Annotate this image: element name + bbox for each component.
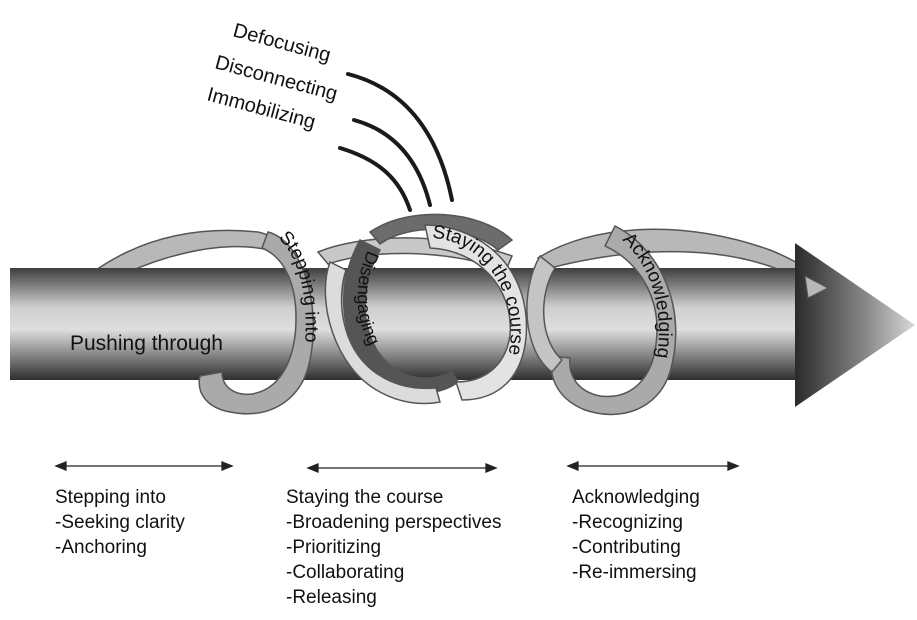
span-arrow-acknowledging xyxy=(566,461,740,471)
phase-title: Stepping into xyxy=(55,487,166,508)
phase-staying-the-course: Staying the course -Broadening perspecti… xyxy=(286,485,501,610)
phase-acknowledging: Acknowledging -Recognizing -Contributing… xyxy=(572,485,700,585)
phase-title: Staying the course xyxy=(286,487,444,508)
arrow-head xyxy=(795,243,915,407)
loop-fronts xyxy=(198,224,677,416)
phase-item: -Prioritizing xyxy=(286,537,382,558)
phase-span-arrows xyxy=(54,461,740,473)
phase-item: -Releasing xyxy=(286,587,377,608)
staying-ribbon xyxy=(424,224,528,401)
stepping-into-ribbon xyxy=(198,231,314,415)
phase-item: -Seeking clarity xyxy=(55,512,185,533)
span-arrow-stepping-into xyxy=(54,461,234,471)
phase-item: -Contributing xyxy=(572,537,681,558)
ack-tail-tip xyxy=(804,274,830,299)
ack-entry-ribbon xyxy=(526,254,564,374)
phase-item: -Broadening perspectives xyxy=(286,512,502,533)
arrow-shaft xyxy=(10,268,800,380)
disengage-loop-back xyxy=(368,213,514,251)
phase-title: Acknowledging xyxy=(572,487,700,508)
withdrawal-curves xyxy=(338,72,454,212)
immobilizing-curve xyxy=(338,146,412,212)
defocusing-curve xyxy=(346,72,454,202)
phase-item: -Recognizing xyxy=(572,512,683,533)
span-arrow-staying-the-course xyxy=(306,463,498,473)
phase-item: -Anchoring xyxy=(55,537,147,558)
staying-lower-ribbon xyxy=(324,260,441,405)
phase-item: -Re-immersing xyxy=(572,562,697,583)
phase-stepping-into: Stepping into -Seeking clarity -Anchorin… xyxy=(55,485,185,560)
disconnecting-curve xyxy=(352,118,432,207)
phase-item: -Collaborating xyxy=(286,562,405,583)
pushing-through-label: Pushing through xyxy=(70,332,223,355)
